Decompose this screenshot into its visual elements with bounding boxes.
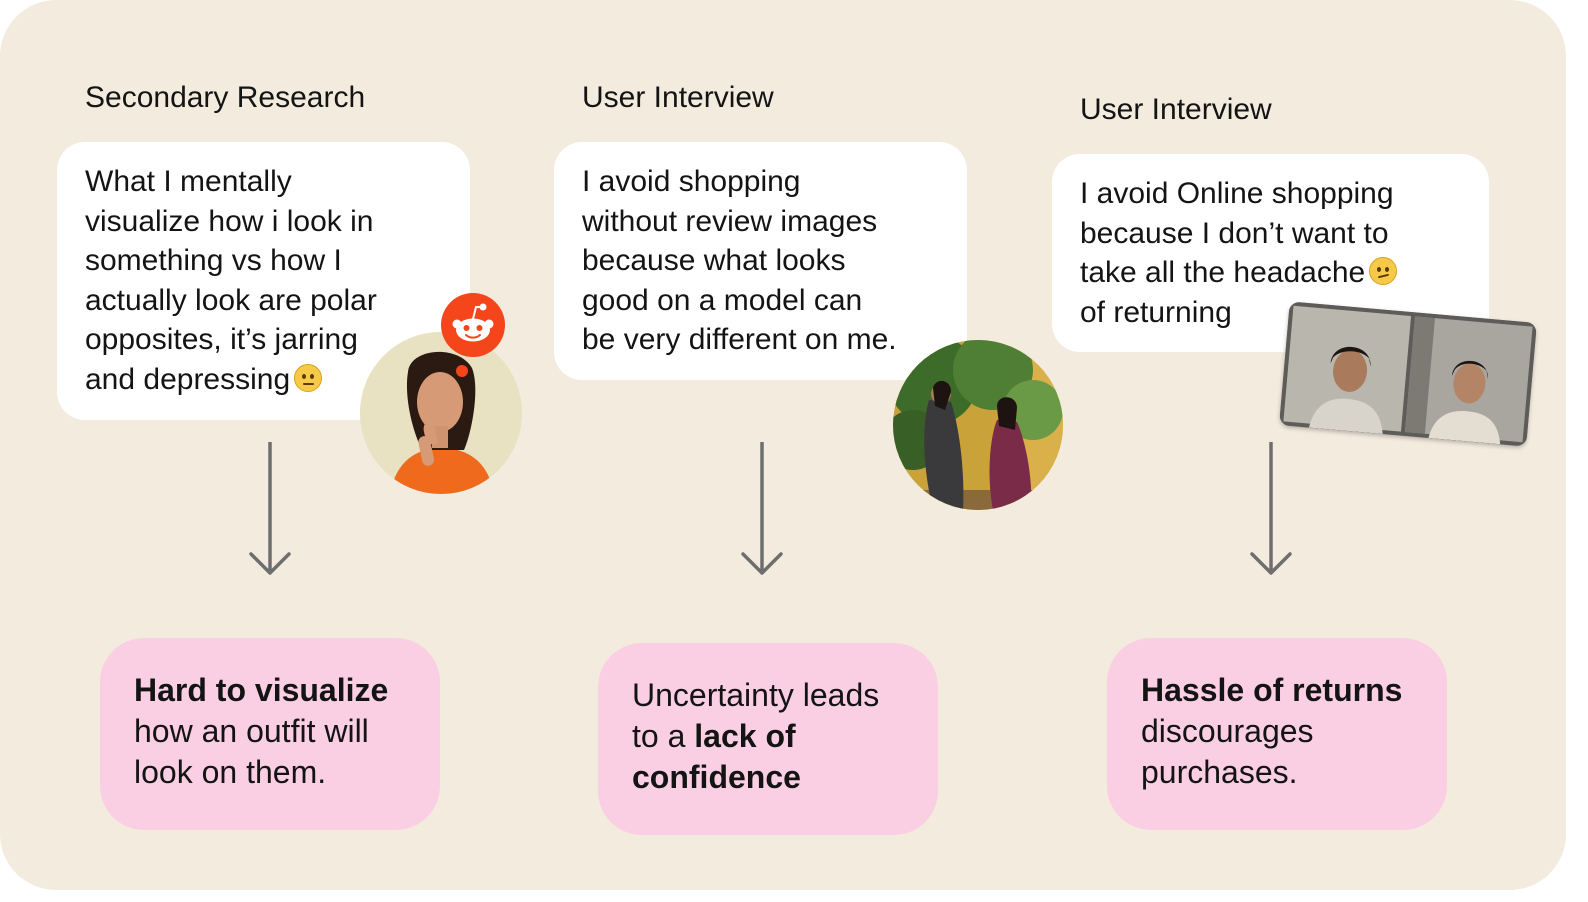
down-arrow-icon bbox=[737, 442, 787, 582]
research-insights-canvas: Secondary Research What I mentally visua… bbox=[0, 0, 1566, 890]
quote-line: take all the headache bbox=[1080, 256, 1365, 289]
finding-emphasis: Hard to visualize bbox=[134, 672, 388, 708]
quote-line: without review images bbox=[582, 202, 939, 242]
source-label-secondary-research: Secondary Research bbox=[85, 80, 365, 116]
quote-line: because what looks bbox=[582, 241, 939, 281]
finding-text: discourages purchases. bbox=[1141, 713, 1314, 790]
quote-line: because I don’t want to bbox=[1080, 214, 1461, 254]
finding-card-3: Hassle of returns discourages purchases. bbox=[1107, 638, 1447, 830]
smirking-face-emoji-icon bbox=[1369, 257, 1397, 285]
quote-line: I avoid Online shopping bbox=[1080, 174, 1461, 214]
source-label-user-interview-2: User Interview bbox=[1080, 92, 1272, 128]
finding-card-2: Uncertainty leads to a lack of confidenc… bbox=[598, 643, 938, 835]
down-arrow-icon bbox=[245, 442, 295, 582]
quote-line: good on a model can bbox=[582, 281, 939, 321]
source-label-user-interview-1: User Interview bbox=[582, 80, 774, 116]
thought-bubble-dot bbox=[456, 365, 468, 377]
finding-emphasis: Hassle of returns bbox=[1141, 672, 1402, 708]
quote-line: be very different on me. bbox=[582, 320, 939, 360]
quote-card-2: I avoid shopping without review images b… bbox=[554, 142, 967, 380]
video-call-participants-photo bbox=[1279, 301, 1537, 446]
reddit-alien-icon bbox=[441, 293, 505, 357]
quote-line: I avoid shopping bbox=[582, 162, 939, 202]
quote-line: What I mentally bbox=[85, 162, 442, 202]
finding-text: how an outfit will look on them. bbox=[134, 713, 369, 790]
two-women-garden-photo bbox=[893, 340, 1063, 510]
quote-line-emoji: take all the headache bbox=[1080, 253, 1461, 293]
quote-line: and depressing bbox=[85, 363, 290, 396]
avatar-two-women-photo bbox=[893, 340, 1063, 510]
quote-line: something vs how I bbox=[85, 241, 442, 281]
reddit-logo-icon bbox=[441, 293, 505, 357]
quote-line: visualize how i look in bbox=[85, 202, 442, 242]
down-arrow-icon bbox=[1246, 442, 1296, 582]
confused-face-emoji-icon bbox=[294, 364, 322, 392]
quote-line: actually look are polar bbox=[85, 281, 442, 321]
finding-card-1: Hard to visualize how an outfit will loo… bbox=[100, 638, 440, 830]
video-call-screenshot bbox=[1279, 301, 1537, 446]
